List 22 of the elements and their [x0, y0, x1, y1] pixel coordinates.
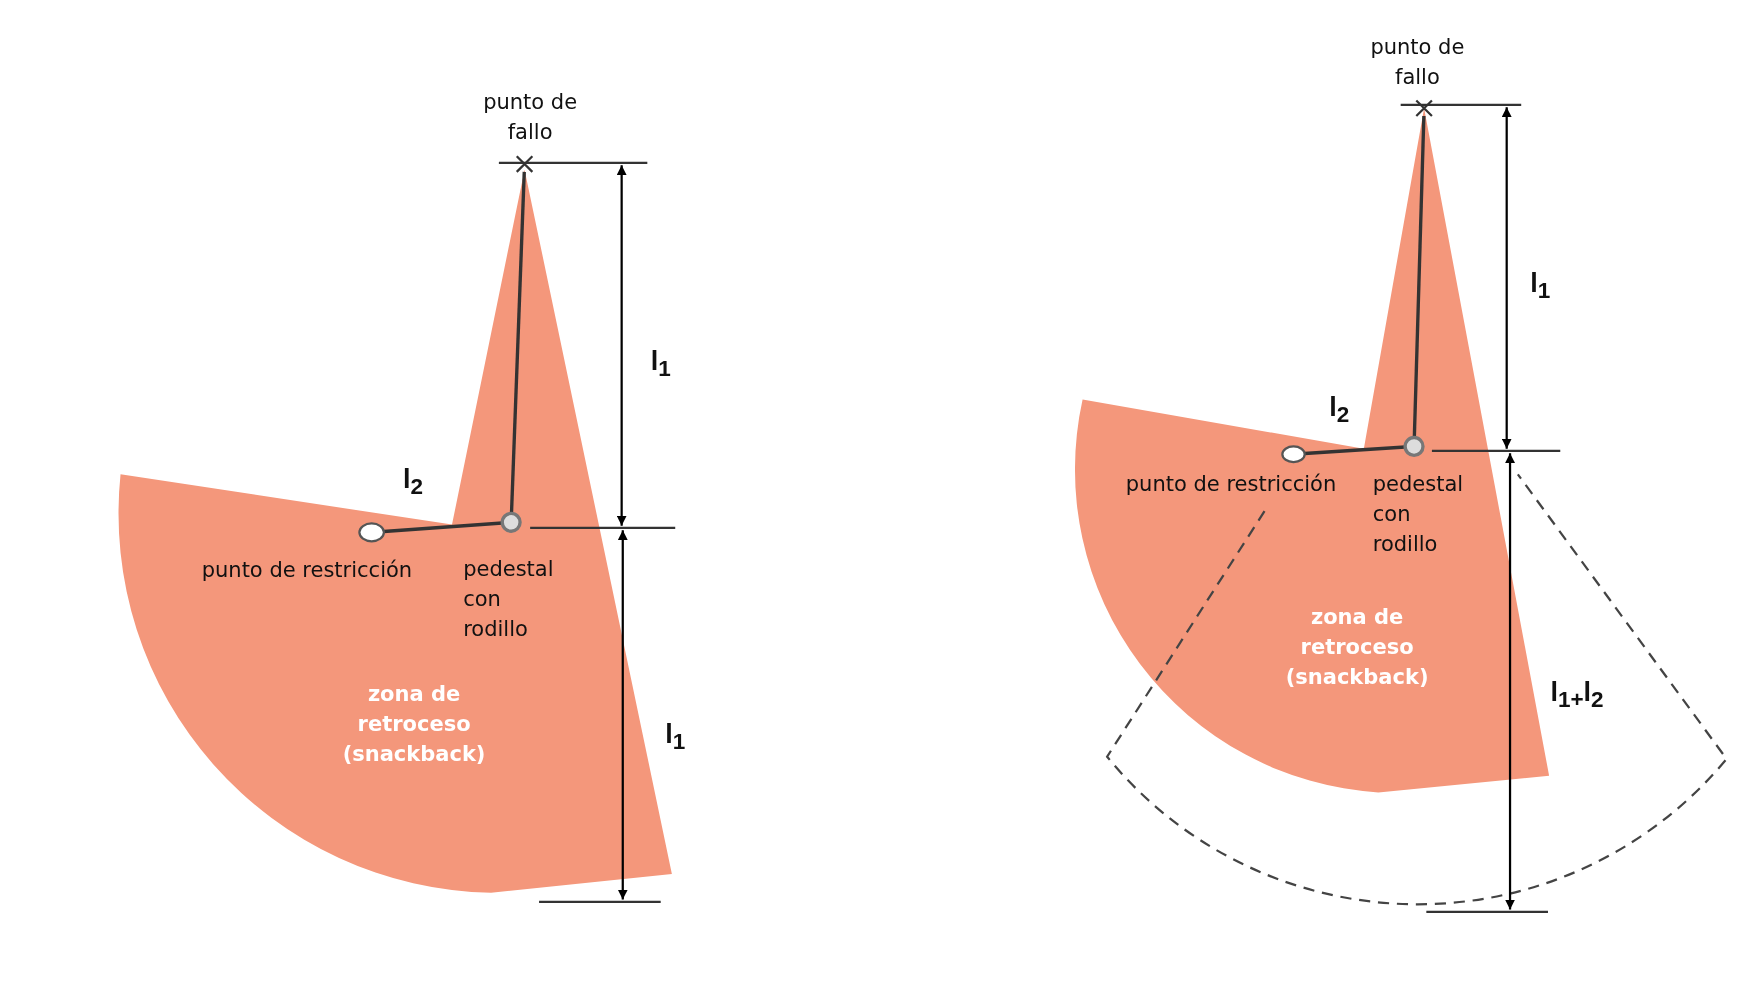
point-label: punto de fallo	[1369, 34, 1466, 92]
dimension-label: l$_{1+}$l$_{2}$	[1550, 677, 1604, 715]
rope-line	[1412, 116, 1426, 438]
point-label: punto de restricción	[201, 556, 413, 584]
dimension-label: l$_{1}$	[1530, 267, 1551, 306]
point-label: punto de restricción	[1125, 470, 1337, 498]
anchor-eye-icon	[1281, 445, 1306, 464]
dimension-label: l$_{1}$	[665, 718, 686, 757]
dimension-label: l$_{2}$	[402, 464, 423, 502]
roller-icon	[1403, 435, 1425, 458]
point-label: pedestal con rodillo	[463, 555, 553, 643]
zone-label: zona de retroceso (snackback)	[341, 680, 487, 768]
anchor-eye-icon	[358, 522, 386, 543]
roller-icon	[500, 511, 522, 533]
point-label: punto de fallo	[482, 89, 579, 147]
dimension-label: l$_{2}$	[1329, 391, 1350, 430]
point-label: pedestal con rodillo	[1372, 470, 1463, 558]
rope-line	[509, 171, 526, 514]
zone-label: zona de retroceso (snackback)	[1284, 603, 1430, 691]
dimension-label: l$_{1}$	[650, 345, 671, 384]
failure-point-mark	[515, 155, 534, 173]
failure-point-mark	[1415, 99, 1434, 118]
